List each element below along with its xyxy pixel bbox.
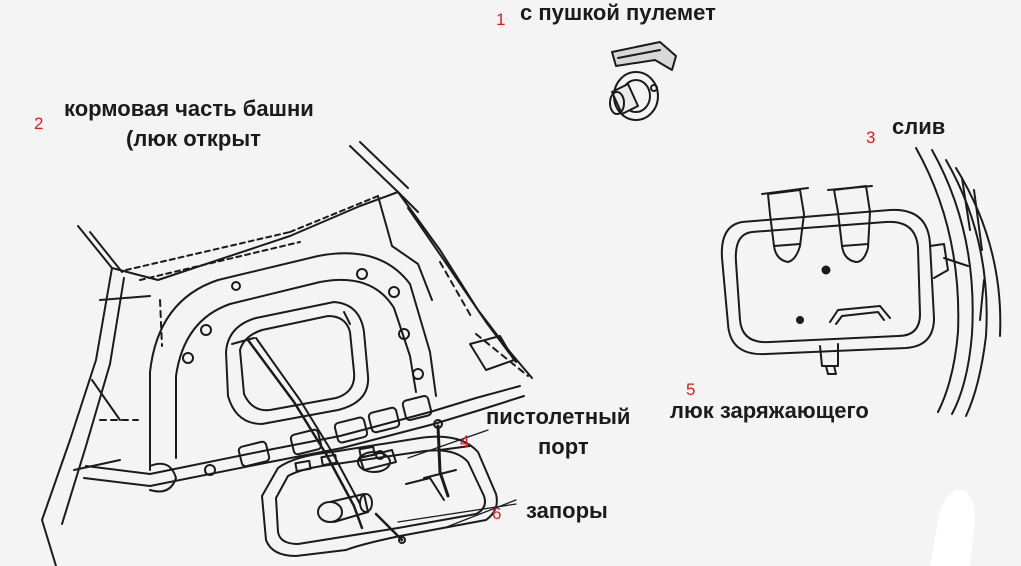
marker-6: 6	[492, 504, 502, 523]
label-turret-rear-line2: (люк открыт	[126, 126, 261, 151]
marker-3: 3	[866, 128, 876, 147]
label-drain: слив	[892, 114, 946, 139]
leader-latch-1	[443, 499, 517, 529]
label-latches: запоры	[526, 498, 608, 523]
marker-5: 5	[686, 380, 696, 399]
label-turret-rear-line1: кормовая часть башни	[64, 96, 314, 121]
loader-hatch-drawing	[720, 147, 1002, 417]
label-loader-hatch: люк заряжающего	[670, 398, 869, 423]
leader-latch-2	[397, 503, 517, 523]
marker-2: 2	[34, 114, 44, 133]
paper-highlight	[930, 489, 975, 566]
machine-gun-detail	[609, 41, 677, 121]
label-pistol-port-line2: порт	[538, 434, 589, 459]
marker-1: 1	[496, 10, 506, 29]
leader-lines	[397, 429, 517, 529]
marker-4: 4	[460, 432, 470, 451]
turret-rear-drawing	[41, 141, 533, 566]
label-gun-mg: с пушкой пулемет	[520, 0, 716, 25]
leader-pistol-port	[407, 429, 489, 459]
label-pistol-port-line1: пистолетный	[486, 404, 631, 429]
